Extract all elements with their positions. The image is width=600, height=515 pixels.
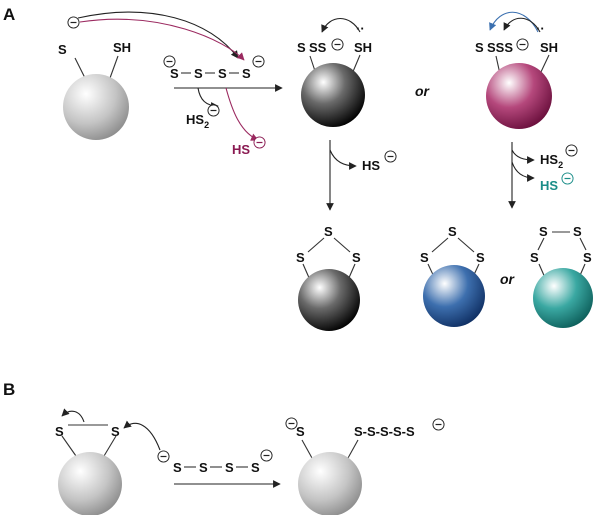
negative-charge-icon <box>157 450 170 463</box>
negative-charge-icon <box>516 38 529 51</box>
reagent-a-s4: S <box>242 66 251 81</box>
negative-charge-icon <box>67 16 80 29</box>
loss-right-hs-teal: HS <box>540 178 558 193</box>
product-blue-s-left: S <box>420 250 429 265</box>
intermediate-plum-sphere <box>486 54 552 129</box>
product-sphere-b <box>298 439 362 515</box>
byproduct-hs2: HS2 <box>186 112 209 130</box>
product-teal-s-left: S <box>530 250 539 265</box>
curved-arrow-plum-icon <box>79 18 245 61</box>
lone-pair-icon: ·· <box>356 21 365 36</box>
negative-charge-icon <box>252 55 265 68</box>
loss-left-hs: HS <box>362 158 380 173</box>
negative-charge-icon <box>260 449 273 462</box>
intermediate-black-sphere <box>301 54 365 127</box>
or-label-1: or <box>415 83 431 99</box>
negative-charge-icon <box>207 104 220 117</box>
product-teal-s-right: S <box>583 250 592 265</box>
product-blue-s-right: S <box>476 250 485 265</box>
reagent-b-s2: S <box>199 460 208 475</box>
mid-plum-sh: SH <box>540 40 558 55</box>
loss-arrow-icon <box>197 87 219 110</box>
loss-right-hs2: HS2 <box>540 152 563 170</box>
negative-charge-icon <box>331 38 344 51</box>
curved-arrow-icon <box>503 17 541 33</box>
product-black-s-top: S <box>324 224 333 239</box>
start-a-s2: SH <box>113 40 131 55</box>
start-sphere-a <box>63 55 129 140</box>
start-b-s2: S <box>111 424 120 439</box>
mid-black-s-left: S <box>297 40 306 55</box>
product-teal-s-top-right: S <box>573 224 582 239</box>
start-a-s1: S <box>58 42 67 57</box>
product-black-s-left: S <box>296 250 305 265</box>
reagent-a-s2: S <box>194 66 203 81</box>
reagent-b-s1: S <box>173 460 182 475</box>
curved-arrow-blue-icon <box>489 11 539 33</box>
mid-black-chain: SS <box>309 40 327 55</box>
product-teal-s-top-left: S <box>539 224 548 239</box>
start-b-s1: S <box>55 424 64 439</box>
loss-arrow-plum-icon <box>225 87 259 141</box>
negative-charge-teal-icon <box>561 172 574 185</box>
negative-charge-icon <box>432 418 445 431</box>
reagent-a-s1: S <box>170 66 179 81</box>
byproduct-hs-plum: HS <box>232 142 250 157</box>
panel-label-b: B <box>3 380 15 399</box>
reagent-b-s4: S <box>251 460 260 475</box>
negative-charge-icon <box>384 150 397 163</box>
reagent-a-s3: S <box>218 66 227 81</box>
lone-pair-icon: ·· <box>536 21 545 36</box>
curved-arrow-icon <box>61 408 85 423</box>
curved-arrow-icon <box>77 11 239 59</box>
negative-charge-icon <box>565 144 578 157</box>
product-b-s-left: S <box>296 424 305 439</box>
or-label-2: or <box>500 271 516 287</box>
loss-arrow-icon <box>329 149 357 170</box>
mid-black-sh: SH <box>354 40 372 55</box>
panel-label-a: A <box>3 5 15 24</box>
loss-arrow-icon <box>511 161 535 182</box>
product-blue-s-top: S <box>448 224 457 239</box>
product-teal-sphere <box>533 231 593 328</box>
product-b-chain: S-S-S-S-S <box>354 424 415 439</box>
negative-charge-plum-icon <box>253 136 266 149</box>
product-black-sphere <box>298 237 360 331</box>
loss-arrow-icon <box>511 149 535 164</box>
curved-arrow-icon <box>321 17 361 33</box>
mid-plum-s-left: S <box>475 40 484 55</box>
mid-plum-chain: SSS <box>487 40 513 55</box>
curved-arrow-icon <box>123 420 161 451</box>
product-black-s-right: S <box>352 250 361 265</box>
start-sphere-b <box>58 424 122 515</box>
product-blue-sphere <box>423 237 485 327</box>
reagent-b-s3: S <box>225 460 234 475</box>
